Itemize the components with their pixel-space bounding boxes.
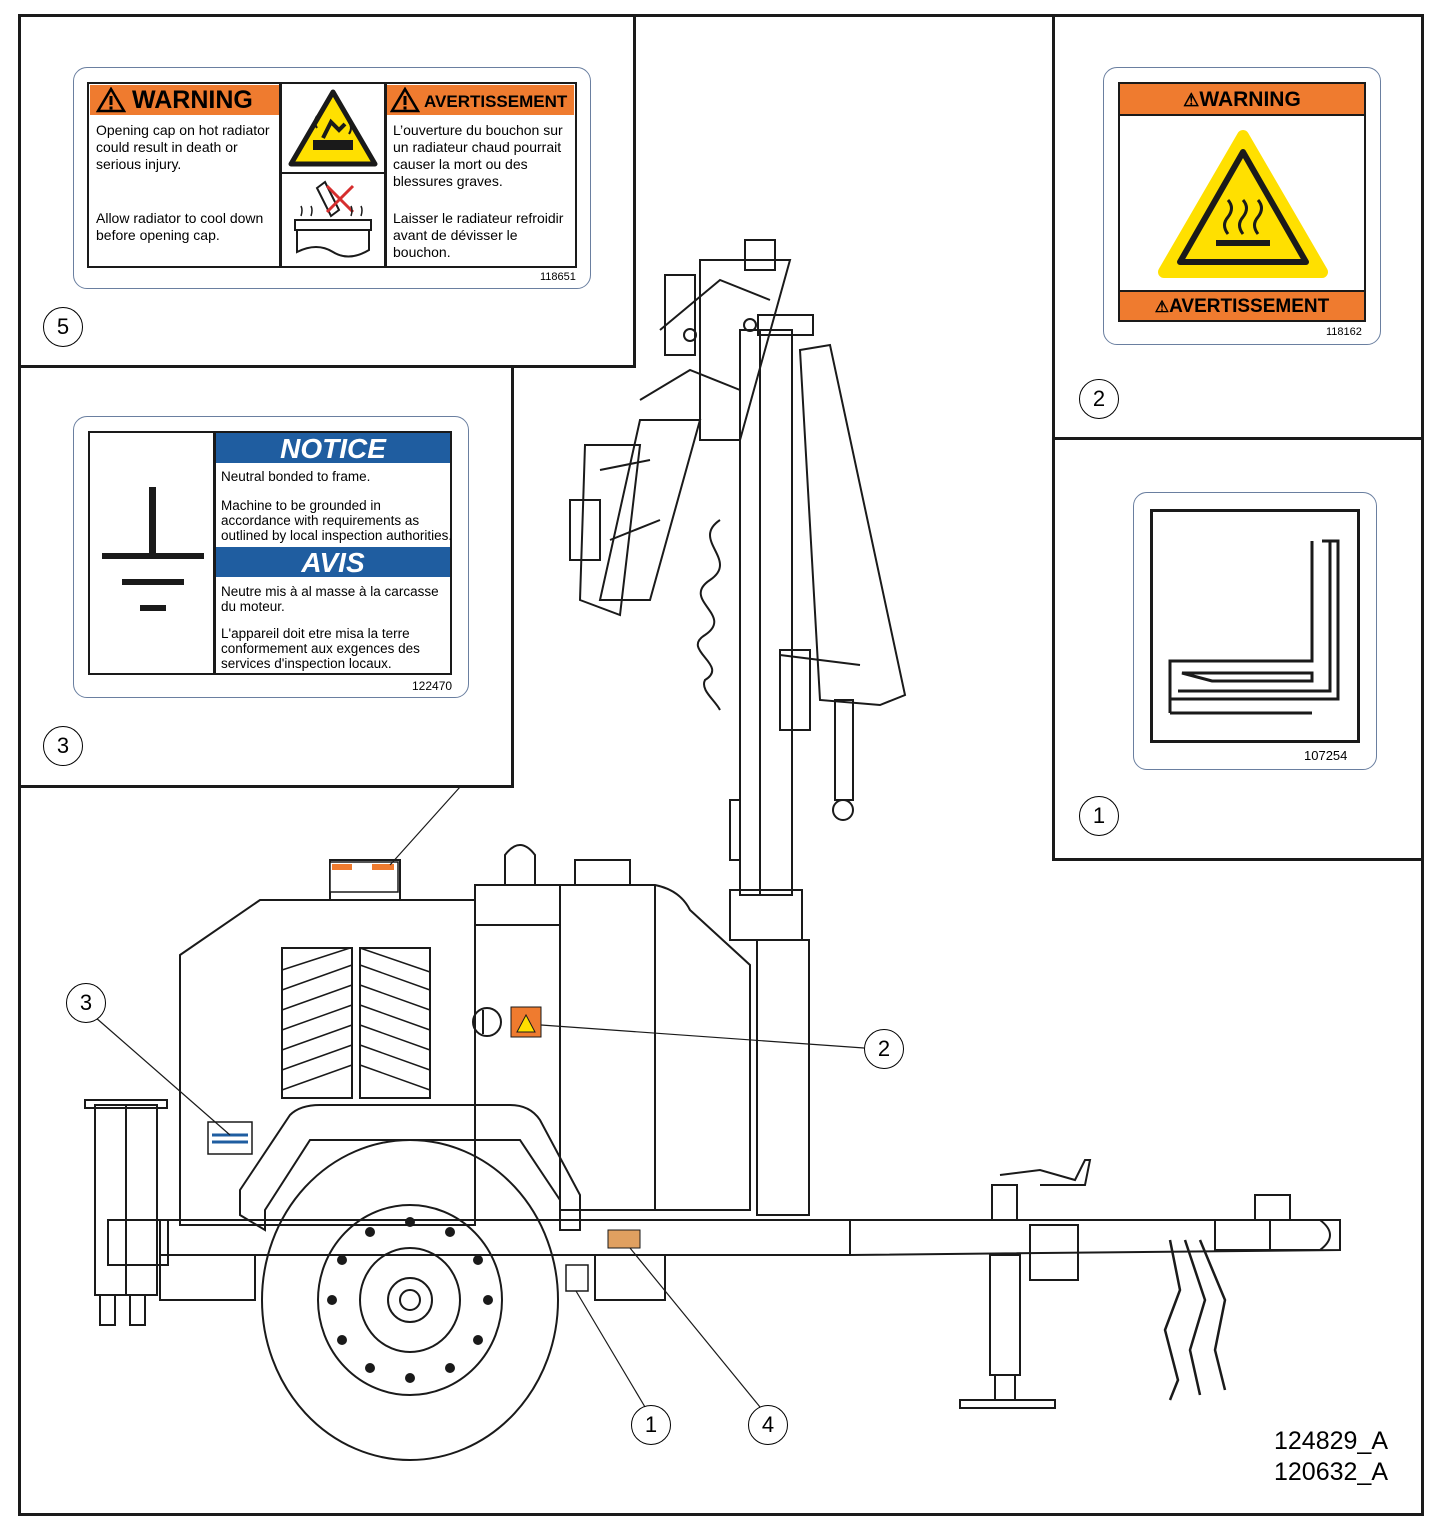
jack-stand [959, 1159, 1092, 1409]
inset-decal-1: 107254 1 [1052, 437, 1424, 861]
callout-3-inset: 3 [43, 726, 83, 766]
document-number-1: 124829_A [1274, 1427, 1389, 1455]
forklift-pocket-icon [1168, 539, 1340, 715]
decal-5-divider-mid [281, 172, 385, 174]
warning-text-fr-2: Laisser le radiateur refroidir avant de … [393, 210, 564, 260]
decal-3-location [207, 1121, 253, 1155]
part-number-118651: 118651 [540, 271, 576, 283]
decal-2-header-rule [1120, 114, 1364, 116]
notice-header: NOTICE [216, 433, 450, 464]
warning-text-en-1: Opening cap on hot radiator could result… [96, 122, 270, 172]
decal-5-border [87, 82, 577, 268]
allow-cool-down-icon [294, 180, 372, 258]
engine-enclosure [179, 844, 751, 1226]
decal-3-divider [213, 431, 216, 675]
coil-cord [696, 519, 721, 711]
wheel [261, 1139, 559, 1461]
safety-chains [1163, 1239, 1227, 1401]
callout-5-inset: 5 [43, 307, 83, 347]
warning-header-en: WARNING [90, 85, 280, 115]
avis-header: AVIS [216, 547, 450, 578]
rear-stabilizer [84, 1099, 169, 1326]
decal-118162: ⚠WARNING ⚠AVERTISSEMENT 118162 [1103, 67, 1381, 345]
hot-radiator-hazard-icon [288, 89, 378, 167]
decal-2-footer-rule [1120, 290, 1364, 292]
callout-leader-lines [94, 786, 865, 1408]
part-number-107254: 107254 [1304, 748, 1348, 763]
notice-text-en-2: Machine to be grounded in accordance wit… [221, 498, 453, 543]
warning-header-en: ⚠WARNING [1120, 84, 1364, 114]
fender [239, 1104, 581, 1232]
decal-5-divider-left [279, 82, 282, 268]
decal-107254: 107254 [1133, 492, 1377, 770]
part-number-122470: 122470 [412, 679, 453, 693]
inset-decal-5: WARNING AVERTISSEMENT [18, 14, 636, 368]
decal-122470: NOTICE Neutral bonded to frame. Machine … [73, 416, 469, 698]
callout-2-main: 2 [864, 1029, 904, 1069]
warning-alert-icon [96, 87, 126, 113]
trailer-frame [159, 1194, 1341, 1301]
callout-2-inset: 2 [1079, 379, 1119, 419]
mast-strut-and-winch [779, 343, 907, 821]
avis-text-fr-2: L'appareil doit etre misa la terre confo… [221, 626, 420, 671]
warning-text-en-2: Allow radiator to cool down before openi… [96, 210, 264, 243]
warning-text-fr-1: L’ouverture du bouchon sur un radiateur … [393, 122, 563, 189]
mast [729, 314, 814, 1216]
inset-decal-2: ⚠WARNING ⚠AVERTISSEMENT 118162 2 [1052, 14, 1424, 440]
reflector-amber [607, 1229, 641, 1249]
notice-text-en-1: Neutral bonded to frame. [221, 469, 371, 484]
avis-text-fr-1: Neutre mis à al masse à la carcasse du m… [221, 584, 439, 614]
callout-1-main: 1 [631, 1405, 671, 1445]
decal-3-border [88, 431, 452, 675]
hot-surface-icon [1158, 130, 1328, 278]
decal-5-divider-right [384, 82, 387, 268]
ground-symbol-icon [102, 487, 204, 611]
callout-3-main: 3 [66, 983, 106, 1023]
inset-decal-3: NOTICE Neutral bonded to frame. Machine … [18, 365, 514, 788]
decal-2-border [1118, 82, 1366, 322]
callout-1-inset: 1 [1079, 796, 1119, 836]
callout-4-main: 4 [748, 1405, 788, 1445]
avertissement-alert-icon [390, 87, 420, 113]
warning-header-fr: ⚠AVERTISSEMENT [1120, 292, 1364, 320]
light-head [569, 239, 792, 617]
decal-118651: WARNING AVERTISSEMENT [73, 67, 591, 289]
decal-1-border [1150, 509, 1360, 743]
decal-1-location [565, 1264, 589, 1292]
part-number-118162: 118162 [1326, 326, 1362, 338]
document-number-2: 120632_A [1274, 1458, 1389, 1486]
